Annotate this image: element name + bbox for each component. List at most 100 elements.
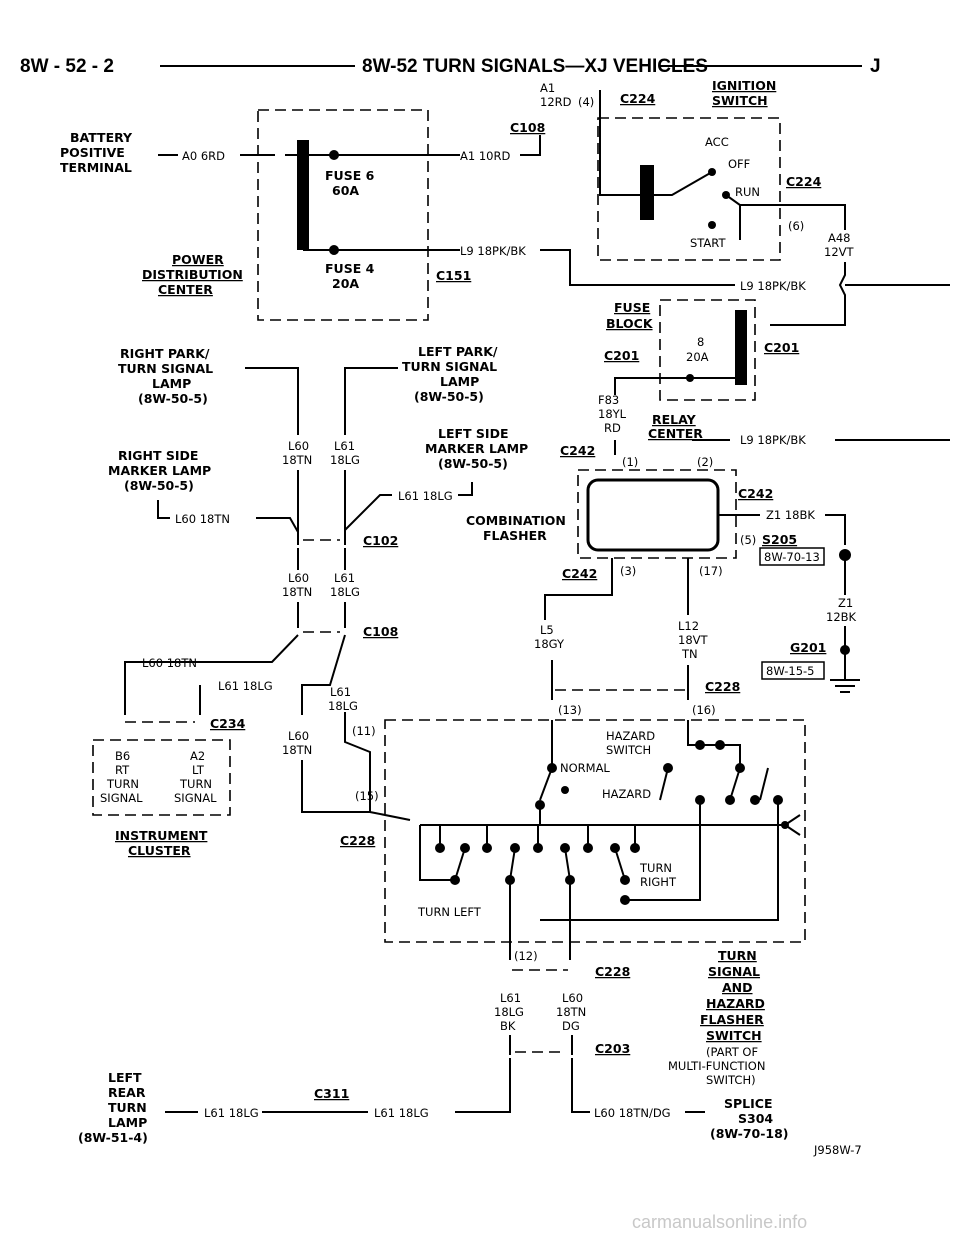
ref-8w-70-13: 8W-70-13 <box>764 550 820 564</box>
svg-text:CENTER: CENTER <box>648 426 703 441</box>
wire-z1: Z1 18BK <box>766 508 815 522</box>
connector-c108-b: C108 <box>363 624 398 639</box>
svg-text:SWITCH: SWITCH <box>606 743 651 757</box>
svg-text:LAMP: LAMP <box>108 1115 147 1130</box>
svg-text:CLUSTER: CLUSTER <box>128 843 191 858</box>
wire-l61-lt: L61 18LG <box>398 489 453 503</box>
svg-text:FUSE 6: FUSE 6 <box>325 168 375 183</box>
svg-text:8: 8 <box>697 335 704 349</box>
fuse-block-bus <box>735 310 747 385</box>
svg-text:TERMINAL: TERMINAL <box>60 160 132 175</box>
connector-c151: C151 <box>436 268 471 283</box>
wire-a1: A1 10RD <box>460 149 510 163</box>
wire-l60-cluster: L60 18TN <box>142 656 197 670</box>
svg-text:LEFT: LEFT <box>108 1070 142 1085</box>
right-side-marker-label: RIGHT SIDE MARKER LAMP (8W-50-5) <box>108 448 211 493</box>
svg-text:RIGHT PARK/: RIGHT PARK/ <box>120 346 210 361</box>
svg-text:RELAY: RELAY <box>652 412 697 427</box>
connector-c224-b: C224 <box>786 174 822 189</box>
svg-text:L61: L61 <box>500 991 521 1005</box>
page-number: 8W - 52 - 2 <box>20 56 114 77</box>
wire-l61-front: L61 18LG <box>330 439 360 467</box>
svg-text:LEFT PARK/: LEFT PARK/ <box>418 344 498 359</box>
wire-l61-down: L61 18LG <box>328 685 358 713</box>
connector-c242: C242 <box>560 443 595 458</box>
wire-l61-rear: L61 18LG <box>204 1106 259 1120</box>
svg-text:(2): (2) <box>697 455 713 469</box>
connector-c234: C234 <box>210 716 246 731</box>
svg-text:TURN SIGNAL: TURN SIGNAL <box>118 361 213 376</box>
svg-text:LAMP: LAMP <box>152 376 191 391</box>
wire-l61-rear-b: L61 18LG <box>374 1106 429 1120</box>
svg-text:SIGNAL: SIGNAL <box>174 791 217 805</box>
svg-text:(8W-50-5): (8W-50-5) <box>414 389 484 404</box>
svg-text:A2: A2 <box>190 749 205 763</box>
svg-text:(8W-50-5): (8W-50-5) <box>138 391 208 406</box>
svg-text:(5): (5) <box>740 533 756 547</box>
connector-c311: C311 <box>314 1086 349 1101</box>
svg-text:L61: L61 <box>334 571 355 585</box>
svg-text:START: START <box>690 236 726 250</box>
connector-c201: C201 <box>604 348 639 363</box>
svg-text:(12): (12) <box>514 949 538 963</box>
wire-l60-mid: L60 18TN <box>282 571 312 599</box>
svg-text:(16): (16) <box>692 703 716 717</box>
page-title: 8W-52 TURN SIGNALS—XJ VEHICLES <box>362 56 708 77</box>
svg-text:MULTI-FUNCTION: MULTI-FUNCTION <box>668 1059 765 1073</box>
wire-l61-mid: L61 18LG <box>330 571 360 599</box>
svg-text:60A: 60A <box>332 183 359 198</box>
fuse-6: FUSE 6 60A <box>325 168 375 198</box>
svg-text:18TN: 18TN <box>282 743 312 757</box>
svg-text:(1): (1) <box>622 455 638 469</box>
svg-text:L12: L12 <box>678 619 699 633</box>
svg-text:(8W-50-5): (8W-50-5) <box>124 478 194 493</box>
wire-l61-rt: L60 18TN <box>175 512 230 526</box>
svg-text:POWER: POWER <box>172 252 224 267</box>
pdc-label: POWER DISTRIBUTION CENTER <box>142 252 243 297</box>
svg-text:12RD: 12RD <box>540 95 572 109</box>
svg-text:F83: F83 <box>598 393 619 407</box>
svg-text:INSTRUMENT: INSTRUMENT <box>115 828 208 843</box>
svg-text:L60: L60 <box>288 439 309 453</box>
svg-text:LAMP: LAMP <box>440 374 479 389</box>
wire-l9-b: L9 18PK/BK <box>740 279 806 293</box>
wire-a0: A0 6RD <box>182 149 225 163</box>
svg-text:SPLICE: SPLICE <box>724 1096 773 1111</box>
svg-text:HAZARD: HAZARD <box>706 996 765 1011</box>
svg-text:20A: 20A <box>686 350 709 364</box>
section-letter: J <box>870 56 881 77</box>
svg-text:18GY: 18GY <box>534 637 565 651</box>
svg-text:12VT: 12VT <box>824 245 855 259</box>
wire-a48: A48 12VT <box>824 231 855 259</box>
splice-s304-label: SPLICE S304 (8W-70-18) <box>710 1096 789 1141</box>
svg-text:(17): (17) <box>699 564 723 578</box>
connector-c228: C228 <box>705 679 740 694</box>
svg-text:RT: RT <box>115 763 130 777</box>
svg-text:BK: BK <box>500 1019 516 1033</box>
splice-s205: S205 <box>762 532 797 547</box>
svg-text:(PART OF: (PART OF <box>706 1045 758 1059</box>
svg-text:TURN: TURN <box>179 777 212 791</box>
svg-text:SWITCH: SWITCH <box>706 1028 762 1043</box>
svg-text:NORMAL: NORMAL <box>560 761 610 775</box>
fuse-4: FUSE 4 20A <box>325 261 375 291</box>
connector-c242-b: C242 <box>738 486 773 501</box>
svg-text:Z1: Z1 <box>838 596 853 610</box>
svg-text:RIGHT: RIGHT <box>640 875 677 889</box>
svg-text:TN: TN <box>681 647 698 661</box>
svg-text:FLASHER: FLASHER <box>700 1012 764 1027</box>
relay-center-label: RELAY CENTER <box>648 412 703 441</box>
svg-text:(6): (6) <box>788 219 804 233</box>
turn-signal-hazard-switch-label: TURN SIGNAL AND HAZARD FLASHER SWITCH (P… <box>668 948 765 1087</box>
svg-text:TURN: TURN <box>718 948 757 963</box>
connector-c228-c: C228 <box>595 964 630 979</box>
svg-text:OFF: OFF <box>728 157 750 171</box>
bus-bar <box>297 140 309 250</box>
connector-c203: C203 <box>595 1041 630 1056</box>
svg-text:(3): (3) <box>620 564 636 578</box>
svg-text:COMBINATION: COMBINATION <box>466 513 566 528</box>
svg-text:18LG: 18LG <box>330 585 360 599</box>
instrument-cluster-label: INSTRUMENT CLUSTER <box>115 828 208 858</box>
svg-text:(8W-51-4): (8W-51-4) <box>78 1130 148 1145</box>
connector-c242-c: C242 <box>562 566 597 581</box>
